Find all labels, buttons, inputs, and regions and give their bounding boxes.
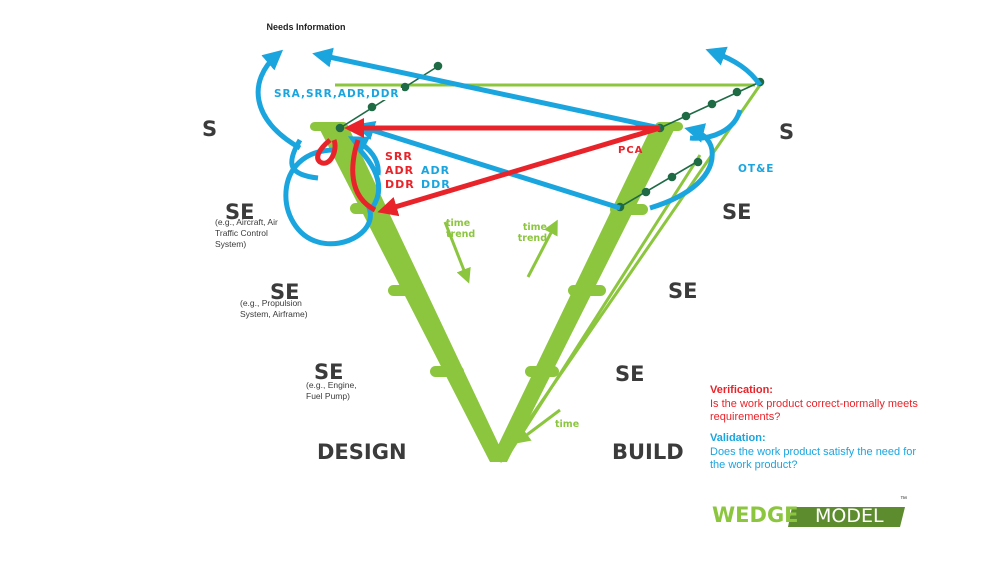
time-trend-label-right: time trend [517, 222, 547, 244]
validation-arrows [255, 46, 763, 247]
system-label-left: S [202, 117, 218, 141]
blue-review-adr: ADR [421, 164, 451, 177]
se-level-3-right: SE [615, 362, 645, 386]
se-level-1-left: SE [225, 200, 255, 224]
pca-label: PCA [618, 145, 644, 156]
wedge-v-shape [310, 122, 683, 462]
build-phase-label: BUILD [612, 440, 684, 464]
verification-text: Is the work product correct-normally mee… [710, 398, 918, 423]
time-label: time [555, 419, 580, 430]
blue-review-ddr: DDR [421, 178, 451, 191]
validation-text: Does the work product satisfy the need f… [710, 446, 917, 471]
time-trend-label-left: time trend [446, 218, 476, 240]
needs-information-label: Needs Information [266, 22, 346, 32]
logo-trademark: ™ [900, 496, 907, 503]
ote-label: OT&E [738, 163, 775, 175]
se-level-2-example: (e.g., Propulsion System, Airframe) [240, 298, 308, 319]
validation-title: Validation: [710, 432, 766, 444]
se-level-1-example: (e.g., Aircraft, Air Traffic Control Sys… [215, 217, 278, 249]
system-label-right: S [779, 120, 795, 144]
logo-model-text: MODEL [815, 505, 884, 527]
red-review-srr: SRR [385, 150, 413, 163]
verification-arrows [315, 118, 661, 217]
top-reviews-label: SRA,SRR,ADR,DDR [272, 88, 402, 100]
red-review-adr: ADR [385, 164, 415, 177]
design-phase-label: DESIGN [317, 440, 407, 464]
se-level-3-left: SE [314, 360, 344, 384]
wedge-model-logo-shape [788, 507, 905, 527]
se-level-1-right: SE [722, 200, 752, 224]
se-level-3-example: (e.g., Engine, Fuel Pump) [306, 380, 357, 401]
se-level-2-right: SE [668, 279, 698, 303]
se-level-2-left: SE [270, 280, 300, 304]
logo-wedge-text: WEDGE [712, 503, 799, 527]
time-trend-arrows [443, 219, 561, 444]
verification-title: Verification: [710, 384, 773, 396]
red-review-ddr: DDR [385, 178, 415, 191]
